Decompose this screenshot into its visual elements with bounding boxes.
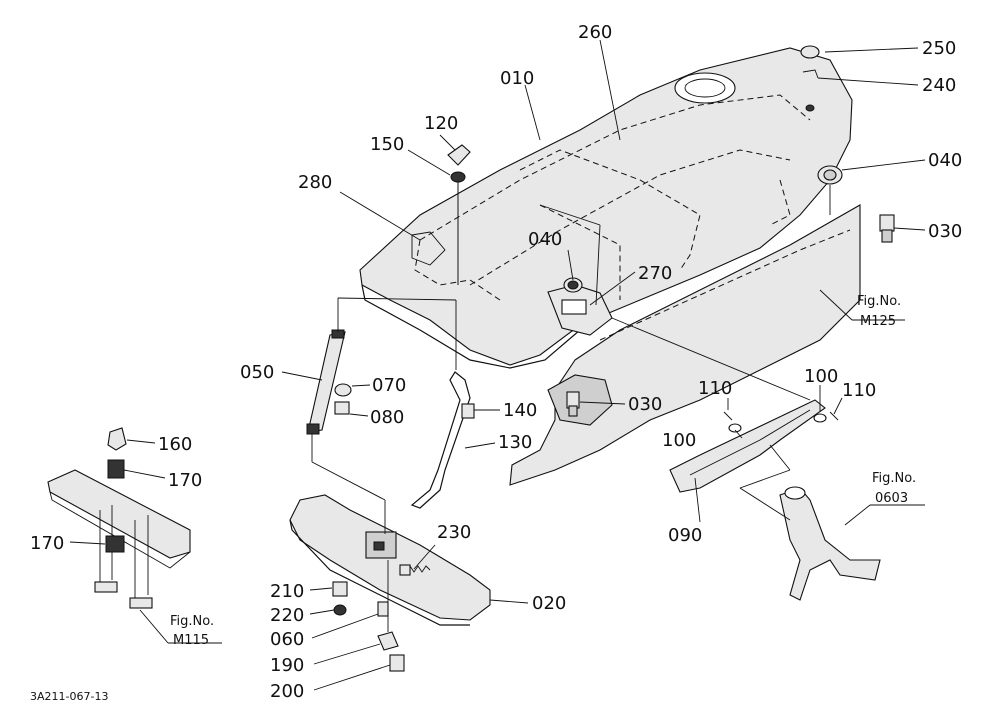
knob-250 bbox=[800, 45, 820, 112]
figure-references: Fig.No. M125 Fig.No. 0603 Fig.No. M115 bbox=[170, 294, 916, 648]
bolt-030-right bbox=[879, 214, 895, 243]
callout-090: 090 bbox=[668, 525, 702, 546]
callout-100-right: 100 bbox=[804, 366, 838, 387]
callout-230: 230 bbox=[437, 522, 471, 543]
spring-210 bbox=[332, 581, 348, 597]
arm-090 bbox=[669, 399, 839, 493]
callout-240: 240 bbox=[922, 75, 956, 96]
callout-280: 280 bbox=[298, 172, 332, 193]
bumper-fasteners bbox=[332, 581, 405, 672]
callout-060: 060 bbox=[270, 629, 304, 650]
hook-160 bbox=[107, 427, 127, 451]
fig-ref-0603-number: 0603 bbox=[875, 491, 908, 506]
stay-050 bbox=[306, 329, 352, 435]
callout-030-right: 030 bbox=[928, 221, 962, 242]
bolt-140 bbox=[461, 403, 475, 419]
callout-150: 150 bbox=[370, 134, 404, 155]
washer-100-left bbox=[728, 423, 742, 433]
callout-140: 140 bbox=[503, 400, 537, 421]
callout-040-right: 040 bbox=[928, 150, 962, 171]
callout-100-left: 100 bbox=[662, 430, 696, 451]
callout-120: 120 bbox=[424, 113, 458, 134]
plate-190 bbox=[377, 631, 399, 651]
fig-ref-0603-label: Fig.No. bbox=[872, 471, 916, 486]
grommet-150 bbox=[450, 171, 466, 183]
callout-190: 190 bbox=[270, 655, 304, 676]
callout-070: 070 bbox=[372, 375, 406, 396]
washer-100-right bbox=[813, 413, 827, 423]
side-panel bbox=[509, 204, 861, 486]
callout-170-upper: 170 bbox=[168, 470, 202, 491]
leader-lines bbox=[69, 39, 926, 691]
fuel-filler-opening bbox=[674, 72, 736, 104]
cushion-170-upper bbox=[107, 459, 125, 479]
side-panel-cutout bbox=[547, 374, 613, 426]
lower-frame-0603 bbox=[779, 486, 881, 601]
callout-130: 130 bbox=[498, 432, 532, 453]
fig-ref-m125-label: Fig.No. bbox=[857, 294, 901, 309]
fig-ref-m115-label: Fig.No. bbox=[170, 614, 214, 629]
callout-260: 260 bbox=[578, 22, 612, 43]
front-frame bbox=[47, 427, 191, 609]
callout-110-right: 110 bbox=[842, 380, 876, 401]
callout-010: 010 bbox=[500, 68, 534, 89]
callout-220: 220 bbox=[270, 605, 304, 626]
bolt-060 bbox=[377, 601, 389, 617]
fig-ref-m115-number: M115 bbox=[173, 633, 209, 648]
callout-160: 160 bbox=[158, 434, 192, 455]
callout-110-left: 110 bbox=[698, 378, 732, 399]
rod-130 bbox=[410, 371, 471, 509]
fig-ref-m125-number: M125 bbox=[860, 314, 896, 329]
nut-070 bbox=[334, 383, 352, 397]
callout-170-lower: 170 bbox=[30, 533, 64, 554]
assembly-lines bbox=[311, 182, 831, 632]
callout-020: 020 bbox=[532, 593, 566, 614]
nut-220 bbox=[333, 604, 347, 616]
callout-030-middle: 030 bbox=[628, 394, 662, 415]
callouts: 260 250 240 010 120 150 040 280 030 040 … bbox=[30, 22, 962, 702]
cushion-040-right bbox=[817, 165, 843, 185]
callout-080: 080 bbox=[370, 407, 404, 428]
bolt-080 bbox=[334, 401, 350, 415]
callout-200: 200 bbox=[270, 681, 304, 702]
spring-230 bbox=[399, 564, 431, 576]
bolt-030-middle bbox=[566, 391, 580, 417]
callout-270: 270 bbox=[638, 263, 672, 284]
cushion-040-middle bbox=[563, 277, 583, 293]
cushion-170-lower bbox=[105, 535, 125, 553]
callout-050: 050 bbox=[240, 362, 274, 383]
bolt-200 bbox=[389, 654, 405, 672]
callout-250: 250 bbox=[922, 38, 956, 59]
callout-040-middle: 040 bbox=[528, 229, 562, 250]
callout-210: 210 bbox=[270, 581, 304, 602]
front-bumper-020 bbox=[289, 494, 491, 626]
drawing-number: 3A211-067-13 bbox=[30, 690, 108, 703]
